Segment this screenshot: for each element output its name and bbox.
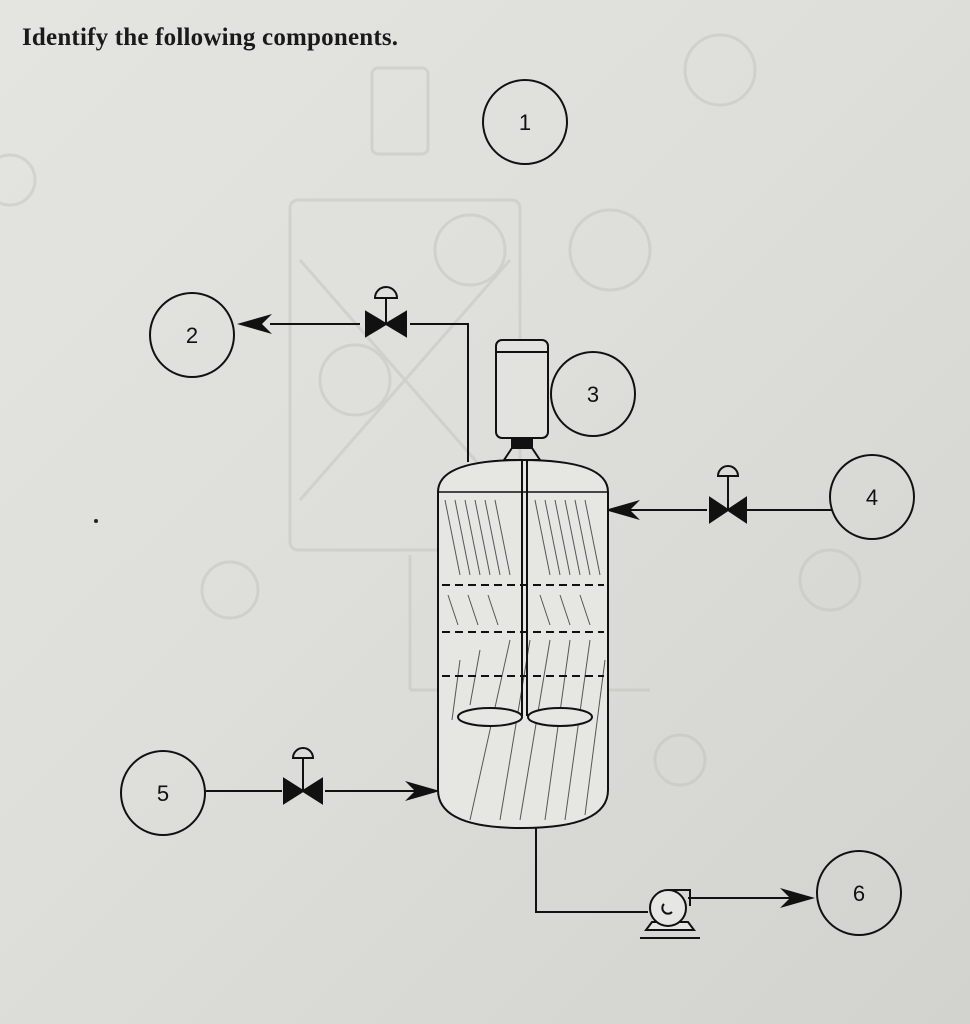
- svg-text:2: 2: [186, 323, 198, 348]
- arrow-to-6: [780, 888, 815, 908]
- callout-3: 3: [550, 351, 636, 437]
- centrifugal-pump: [640, 889, 700, 939]
- callout-6: 6: [816, 850, 902, 936]
- callout-4: 4: [829, 454, 915, 540]
- svg-text:1: 1: [519, 110, 531, 135]
- instruction-heading: Identify the following components.: [22, 24, 399, 51]
- agitator-motor: [495, 339, 549, 461]
- arrow-to-vessel-4: [605, 500, 640, 520]
- control-valve-feed-4: [709, 465, 747, 524]
- vent-line: [410, 323, 469, 462]
- control-valve-feed-5: [283, 747, 323, 805]
- bleed-through-ghost: [0, 33, 862, 787]
- stirred-tank-vessel: [437, 458, 609, 830]
- arrow-to-2: [237, 314, 272, 334]
- drain-line: [535, 828, 648, 913]
- pipework: [206, 323, 832, 913]
- arrow-to-vessel-5: [405, 781, 440, 801]
- svg-text:5: 5: [157, 781, 169, 806]
- callout-5: 5: [120, 750, 206, 836]
- stray-dot: [94, 519, 98, 523]
- svg-text:3: 3: [587, 382, 599, 407]
- svg-text:6: 6: [853, 881, 865, 906]
- flow-arrows: [237, 314, 815, 908]
- svg-text:4: 4: [866, 485, 878, 510]
- callout-1: 1: [482, 79, 568, 165]
- callout-2: 2: [149, 292, 235, 378]
- control-valve-vent: [365, 286, 407, 338]
